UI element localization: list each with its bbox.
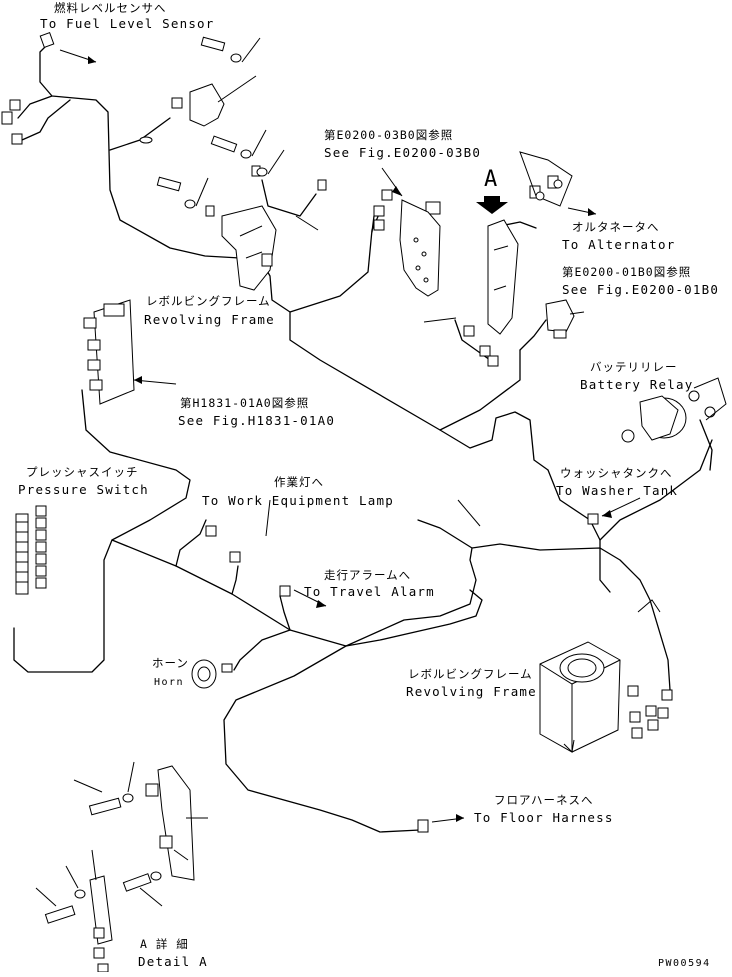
washer-tank-label: To Washer Tank bbox=[556, 483, 678, 498]
alternator-callout bbox=[519, 151, 573, 207]
drawing-code: PW00594 bbox=[658, 958, 711, 969]
view-a-marker: A bbox=[484, 167, 497, 192]
travel-alarm-label: To Travel Alarm bbox=[304, 584, 435, 599]
fig-e0200-01b0-label-jp: 第E0200-01B0図参照 bbox=[562, 265, 691, 279]
horn-label-jp: ホーン bbox=[152, 656, 189, 670]
fig-e0200-01b0-label: See Fig.E0200-01B0 bbox=[562, 282, 719, 297]
revolving-frame-2-label: Revolving Frame bbox=[406, 684, 537, 699]
alternator-label: To Alternator bbox=[562, 237, 675, 252]
fig-h1831-label-jp: 第H1831-01A0図参照 bbox=[180, 396, 309, 410]
pressure-switch-bank bbox=[15, 505, 47, 595]
fig-e0200-03b0-label: See Fig.E0200-03B0 bbox=[324, 145, 481, 160]
frame-bracket-top bbox=[221, 179, 317, 291]
revolving-frame-box bbox=[539, 641, 621, 754]
fasteners-top bbox=[139, 36, 285, 209]
alternator-label-jp: オルタネータへ bbox=[572, 220, 660, 234]
travel-alarm-label-jp: 走行アラームへ bbox=[324, 568, 411, 582]
floor-harness-label-jp: フロアハーネスへ bbox=[494, 793, 594, 807]
detail-a-label: Detail A bbox=[138, 954, 208, 969]
main-harness bbox=[13, 43, 713, 833]
relay-plate bbox=[399, 199, 441, 297]
horn bbox=[191, 659, 233, 689]
fuel-sensor-label: To Fuel Level Sensor bbox=[40, 16, 215, 31]
detail-a bbox=[35, 761, 208, 973]
pressure-switch-label: Pressure Switch bbox=[18, 482, 149, 497]
bracket-a bbox=[476, 196, 519, 335]
battery-relay-label: Battery Relay bbox=[580, 377, 693, 392]
relay-component bbox=[519, 299, 575, 351]
washer-tank-label-jp: ウォッシャタンクへ bbox=[560, 466, 673, 480]
battery-relay-label-jp: バッテリリレー bbox=[590, 360, 678, 374]
fig-h1831-label: See Fig.H1831-01A0 bbox=[178, 413, 335, 428]
labels: 燃料レベルセンサへ To Fuel Level Sensor 第E0200-03… bbox=[18, 1, 719, 969]
fig-e0200-03b0-label-jp: 第E0200-03B0図参照 bbox=[324, 128, 453, 142]
fuel-sensor-label-jp: 燃料レベルセンサへ bbox=[54, 1, 167, 15]
terminal-block bbox=[83, 299, 135, 405]
work-lamp-label-jp: 作業灯へ bbox=[274, 475, 324, 489]
horn-label: Horn bbox=[154, 677, 184, 688]
pressure-switch-label-jp: プレッシャスイッチ bbox=[26, 465, 139, 479]
revolving-frame-2-label-jp: レボルビングフレーム bbox=[408, 667, 533, 681]
revolving-frame-label-jp: レボルビングフレーム bbox=[146, 294, 271, 308]
floor-harness-label: To Floor Harness bbox=[474, 810, 614, 825]
revolving-frame-label: Revolving Frame bbox=[144, 312, 275, 327]
leader-arrows bbox=[59, 49, 661, 823]
battery-relay bbox=[621, 377, 727, 471]
work-lamp-label: To Work Equipment Lamp bbox=[202, 493, 394, 508]
detail-a-label-jp: A 詳 細 bbox=[140, 937, 189, 951]
